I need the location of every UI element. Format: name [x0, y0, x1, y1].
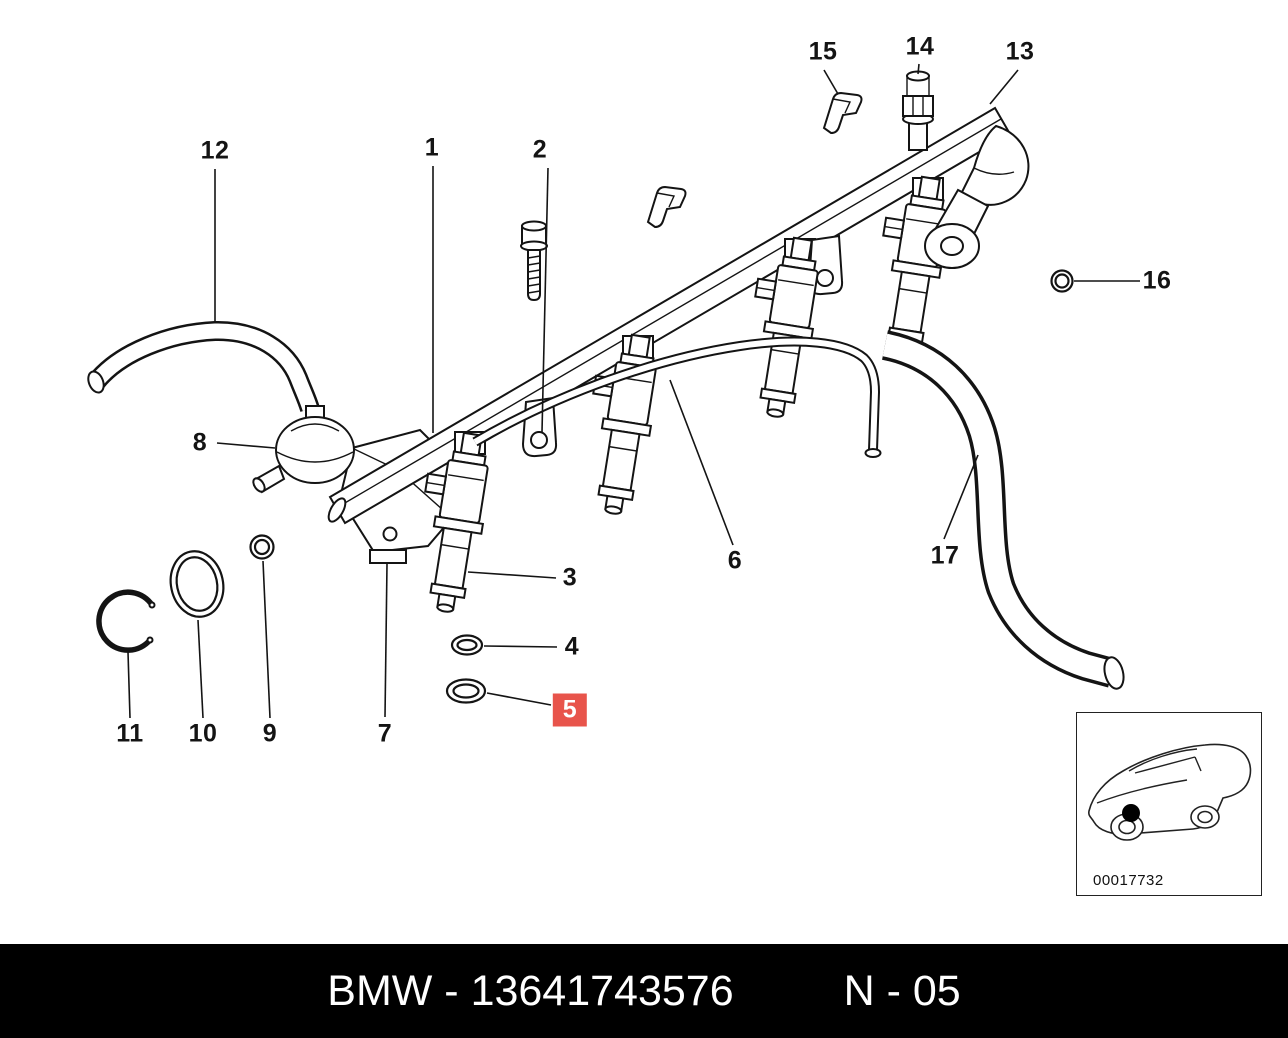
callout-8[interactable]: 8	[192, 428, 208, 457]
vacuum-hose	[87, 320, 320, 413]
o-ring-16	[1050, 269, 1074, 293]
callout-4[interactable]: 4	[564, 632, 580, 661]
part-location-dot	[1122, 804, 1140, 822]
callout-3[interactable]: 3	[562, 563, 578, 592]
bolt	[520, 220, 548, 302]
callout-15[interactable]: 15	[808, 37, 838, 66]
callout-9[interactable]: 9	[262, 719, 278, 748]
diagram-id: 00017732	[1093, 872, 1164, 889]
callout-1[interactable]: 1	[424, 133, 440, 162]
pressure-regulator	[252, 405, 355, 494]
callout-12[interactable]: 12	[200, 136, 230, 165]
callout-16[interactable]: 16	[1142, 266, 1172, 295]
seal-ring-10	[169, 550, 225, 618]
footer-page-ref: N - 05	[843, 966, 961, 1015]
callout-13[interactable]: 13	[1005, 37, 1035, 66]
o-ring-4	[450, 634, 484, 656]
injector-port-disc	[924, 223, 980, 269]
snap-ring	[96, 589, 156, 653]
car-location-inset: 00017732	[1076, 712, 1262, 896]
footer-bar: BMW - 13641743576 N - 05	[0, 944, 1288, 1038]
callout-11[interactable]: 11	[116, 719, 144, 748]
footer-part-number: BMW - 13641743576	[327, 966, 734, 1015]
o-ring-5	[445, 678, 487, 704]
callout-2[interactable]: 2	[532, 135, 548, 164]
callout-5-highlighted[interactable]: 5	[552, 693, 588, 727]
callout-14[interactable]: 14	[905, 32, 935, 61]
callout-6[interactable]: 6	[727, 546, 743, 575]
callout-17[interactable]: 17	[930, 541, 960, 570]
car-silhouette	[1088, 743, 1252, 841]
leader-lines	[127, 63, 1140, 719]
retaining-clip-rear	[647, 186, 687, 228]
o-ring-9	[249, 534, 275, 560]
callout-7[interactable]: 7	[377, 719, 393, 748]
vent-pipe	[472, 336, 882, 458]
return-hose	[881, 330, 1125, 690]
retaining-clip-front	[823, 92, 863, 134]
exploded-diagram	[87, 63, 1140, 719]
callout-10[interactable]: 10	[188, 719, 218, 748]
check-valve	[902, 70, 934, 151]
